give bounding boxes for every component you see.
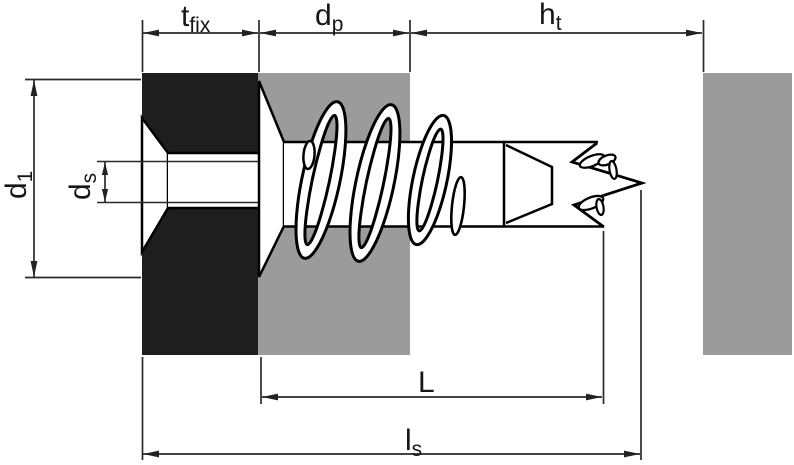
arrow-tfix-right [242, 29, 258, 37]
helix-turn-2 [348, 103, 402, 263]
tfix-main: t [181, 0, 190, 33]
arrow-ht-right [686, 29, 702, 37]
arrow-ht-left [411, 29, 427, 37]
tip-flute-upper-3 [608, 160, 618, 180]
arrow-d1-top [30, 80, 38, 96]
tip-flute-lower-2 [595, 197, 605, 217]
helix-turn-3 [406, 113, 453, 247]
dimension-label-d1: d1 [0, 171, 37, 199]
dimension-label-ls: ls [405, 424, 422, 461]
L-main: L [418, 366, 435, 399]
drill-tip-outline [568, 141, 647, 229]
d1-sub: 1 [14, 171, 37, 183]
dp-main: d [315, 0, 332, 32]
dp-sub: p [332, 13, 344, 36]
anchor-inner-cone [505, 143, 554, 225]
arrow-tfix-left [143, 29, 159, 37]
tfix-sub: fix [189, 14, 211, 37]
helix-turn-1 [294, 100, 348, 260]
blade-start-hook [302, 139, 316, 171]
arrow-ds-top [101, 162, 109, 175]
dimension-lines [25, 20, 705, 460]
arrow-d1-bottom [30, 261, 38, 277]
ls-sub: s [412, 438, 423, 461]
arrow-ls-left [143, 450, 159, 458]
ht-sub: t [556, 12, 562, 35]
arrow-ds-bottom [101, 189, 109, 202]
back-wall-panel [703, 73, 792, 355]
ds-sub: s [78, 173, 101, 184]
arrow-L-left [262, 393, 278, 401]
arrow-dp-left [260, 29, 276, 37]
ds-main: d [64, 183, 97, 200]
dimension-label-tfix: tfix [181, 0, 211, 37]
ht-main: h [539, 0, 556, 31]
arrow-dp-right [393, 29, 409, 37]
ls-main: l [405, 424, 412, 457]
dimension-label-L: L [418, 366, 435, 399]
dimension-arrowheads [30, 29, 702, 458]
d1-main: d [0, 182, 33, 199]
arrow-ls-right [624, 450, 640, 458]
dimension-label-ds: ds [64, 173, 101, 200]
dimension-label-dp: dp [315, 0, 343, 36]
dimension-label-ht: ht [539, 0, 562, 35]
blade-end-hook [450, 175, 466, 237]
arrow-L-right [586, 393, 602, 401]
